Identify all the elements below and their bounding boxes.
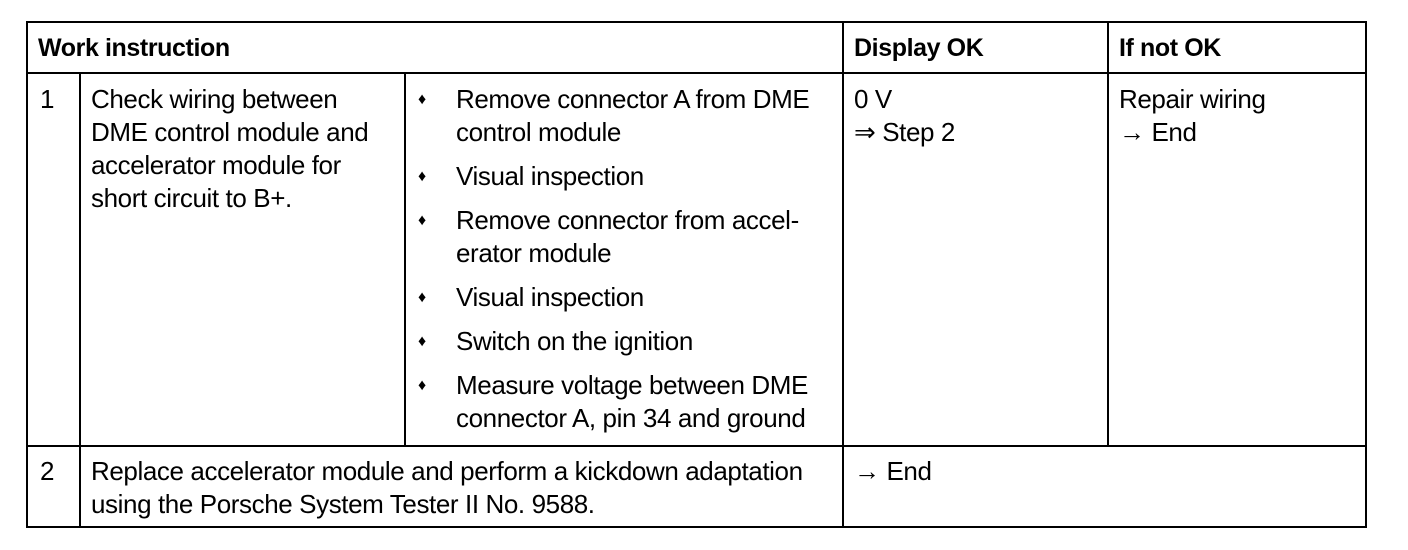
list-item: ♦ Remove connector from accel-erator mod… [418, 204, 838, 270]
step-text: Remove connector from accel-erator modul… [456, 205, 799, 268]
list-item: ♦ Remove connector A from DME control mo… [418, 83, 838, 149]
arrow-right-icon: → [854, 456, 880, 486]
step-text: Visual inspection [456, 161, 644, 191]
step-text: Measure voltage between DME connector A,… [456, 370, 808, 433]
diamond-bullet-icon: ♦ [418, 377, 426, 394]
row-number: 2 [40, 456, 55, 486]
next-step-label: End [886, 456, 932, 486]
row-divider [28, 445, 1365, 447]
diamond-bullet-icon: ♦ [418, 212, 426, 229]
step-text: Remove connector A from DME control modu… [456, 84, 810, 147]
row-instruction: Check wiring between DME control module … [91, 84, 369, 213]
work-instruction-table: Work instruction Display OK If not OK 1 … [26, 21, 1367, 528]
list-item: ♦ Switch on the ignition [418, 325, 838, 358]
display-ok-cell: 0 V ⇒ Step 2 [854, 83, 1099, 149]
col-divider-notok [1107, 23, 1109, 446]
if-not-ok-next: → End [1119, 116, 1359, 149]
diamond-bullet-icon: ♦ [418, 168, 426, 185]
row-instruction: Replace accelerator module and perform a… [91, 456, 803, 519]
col-divider-display [842, 23, 844, 526]
col-divider-steps [404, 73, 406, 446]
double-arrow-right-icon: ⇒ [854, 117, 876, 147]
diamond-bullet-icon: ♦ [418, 333, 426, 350]
display-ok-next: ⇒ Step 2 [854, 116, 1099, 149]
step-text: Switch on the ignition [456, 326, 693, 356]
next-step-label: Step 2 [882, 117, 955, 147]
display-ok-value: 0 V [854, 84, 892, 114]
header-display-ok: Display OK [854, 34, 984, 62]
list-item: ♦ Visual inspection [418, 160, 838, 193]
col-divider-number [79, 73, 81, 526]
diamond-bullet-icon: ♦ [418, 91, 426, 108]
arrow-right-icon: → [1119, 117, 1145, 147]
display-ok-cell: → End [854, 455, 1254, 488]
step-list: ♦ Remove connector A from DME control mo… [418, 83, 838, 446]
list-item: ♦ Measure voltage between DME connector … [418, 369, 838, 435]
step-text: Visual inspection [456, 282, 644, 312]
if-not-ok-action: Repair wiring [1119, 84, 1266, 114]
diamond-bullet-icon: ♦ [418, 289, 426, 306]
header-if-not-ok: If not OK [1119, 34, 1221, 62]
if-not-ok-cell: Repair wiring → End [1119, 83, 1359, 149]
header-work-instruction: Work instruction [38, 34, 230, 62]
header-divider [28, 72, 1365, 74]
next-step-label: End [1151, 117, 1197, 147]
list-item: ♦ Visual inspection [418, 281, 838, 314]
row-number: 1 [40, 84, 55, 114]
